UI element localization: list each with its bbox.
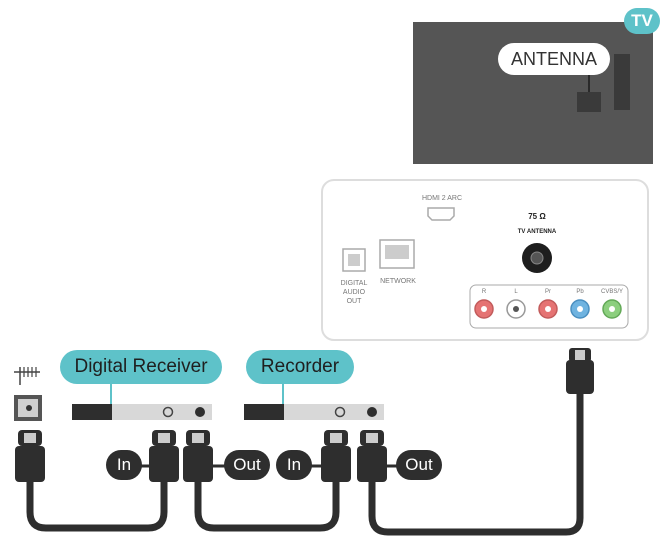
recorder-label: Recorder (246, 350, 354, 384)
cable-recorder-to-tv (368, 388, 584, 536)
digital-audio-label: DIGITAL AUDIO OUT (340, 280, 368, 305)
plugs (15, 348, 594, 482)
jack-r-label: R (481, 289, 487, 295)
cable-wall-to-receiver (26, 478, 168, 532)
hdmi-port-icon (427, 207, 455, 221)
digital-receiver-device (72, 380, 212, 420)
wall-antenna-icon (14, 367, 40, 385)
digital-receiver-label: Digital Receiver (60, 350, 222, 384)
port-out-recorder: Out (396, 450, 442, 480)
plug-recorder-in (321, 430, 351, 482)
plug-tv (566, 348, 594, 394)
antenna-label: ANTENNA (498, 43, 610, 75)
ohm-label: 75 Ω (528, 212, 546, 221)
plug-receiver-out (183, 430, 213, 482)
hdmi-label: HDMI 2 ARC (421, 195, 463, 202)
port-in-recorder: In (276, 450, 312, 480)
jack-pb-label: Pb (576, 289, 584, 295)
tv-badge: TV (624, 8, 660, 34)
network-label: NETWORK (380, 278, 416, 285)
plug-receiver-in (149, 430, 179, 482)
cables (26, 388, 584, 536)
tv-antenna-label: TV ANTENNA (517, 229, 557, 235)
cable-receiver-to-recorder (194, 478, 340, 532)
tv-antenna-socket (577, 92, 601, 112)
jack-pr-label: Pr (545, 289, 551, 295)
recorder-device (244, 380, 384, 420)
plug-recorder-out (357, 430, 387, 482)
jack-l-label: L (514, 289, 518, 295)
tv-side-slot (614, 54, 630, 110)
jack-cvbs-label: CVBS/Y (600, 289, 623, 295)
port-in-receiver: In (106, 450, 142, 480)
plug-wall (15, 430, 45, 482)
wall-socket-icon (14, 395, 42, 421)
port-out-receiver: Out (224, 450, 270, 480)
